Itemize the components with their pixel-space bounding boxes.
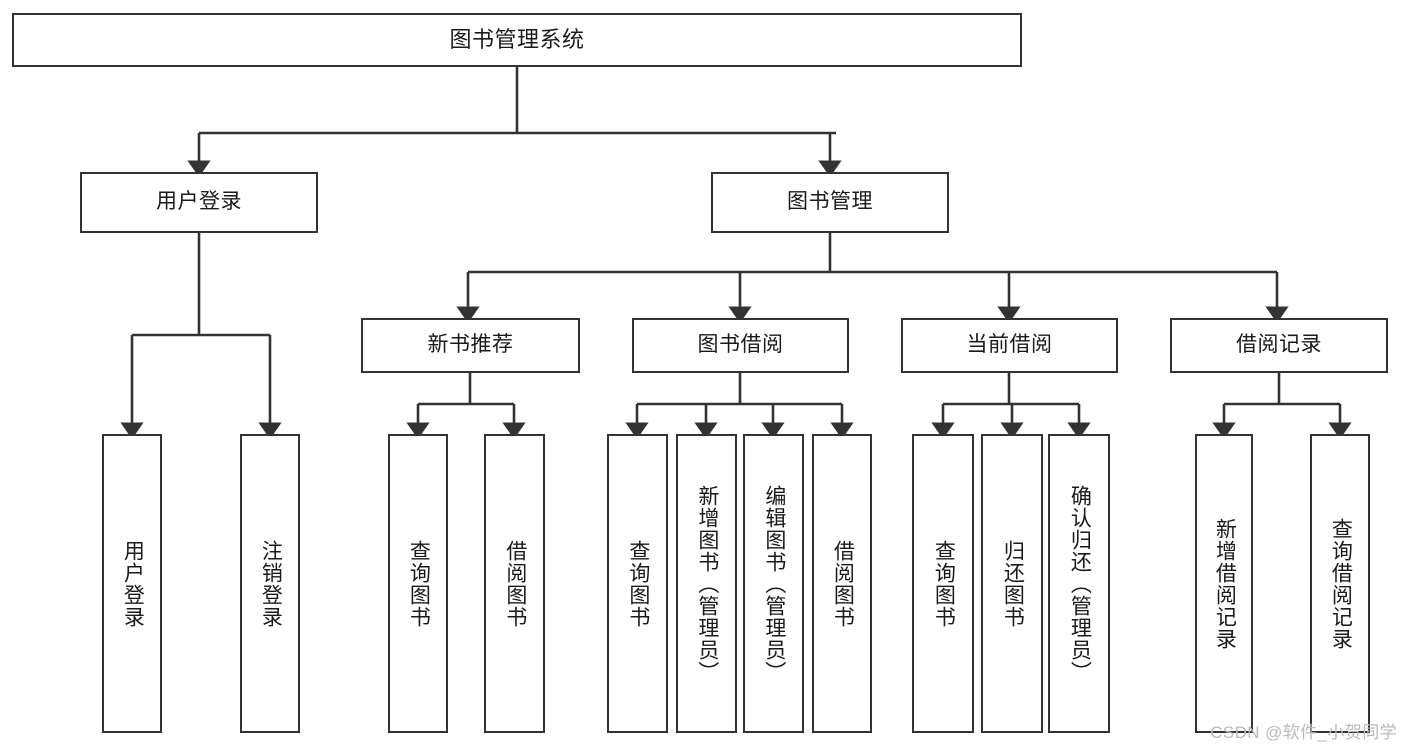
- node-label: 归还图书: [1001, 539, 1025, 628]
- node-borrow-records[interactable]: 借阅记录: [1170, 318, 1388, 373]
- node-book-borrow[interactable]: 图书借阅: [632, 318, 849, 373]
- node-label: 编辑图书（管理员）: [762, 484, 786, 683]
- leaf-query-borrow-record[interactable]: 查询借阅记录: [1310, 434, 1370, 733]
- leaf-add-book-admin[interactable]: 新增图书（管理员）: [676, 434, 737, 733]
- leaf-query-books-newbook[interactable]: 查询图书: [388, 434, 448, 733]
- node-label: 图书借阅: [697, 333, 784, 357]
- node-label: 新增借阅记录: [1213, 517, 1237, 650]
- node-label: 查询图书: [407, 539, 431, 628]
- csdn-watermark: CSDN @软件_小贺同学: [1210, 723, 1397, 742]
- node-label: 新增图书（管理员）: [695, 484, 719, 683]
- leaf-return-books[interactable]: 归还图书: [981, 434, 1043, 733]
- node-label: 用户登录: [121, 539, 145, 628]
- node-label: 新书推荐: [427, 333, 514, 357]
- node-current-borrow[interactable]: 当前借阅: [901, 318, 1118, 373]
- node-label: 借阅图书: [503, 539, 527, 628]
- leaf-query-books-current[interactable]: 查询图书: [912, 434, 974, 733]
- node-label: 借阅图书: [831, 539, 855, 628]
- node-label: 图书管理: [787, 190, 873, 214]
- node-label: 注销登录: [259, 539, 283, 628]
- leaf-logout[interactable]: 注销登录: [240, 434, 300, 733]
- node-label: 查询图书: [932, 539, 956, 628]
- leaf-edit-book-admin[interactable]: 编辑图书（管理员）: [743, 434, 804, 733]
- leaf-add-borrow-record[interactable]: 新增借阅记录: [1195, 434, 1253, 733]
- node-label: 借阅记录: [1236, 333, 1322, 357]
- leaf-query-books-borrow[interactable]: 查询图书: [607, 434, 668, 733]
- leaf-borrow-books[interactable]: 借阅图书: [812, 434, 872, 733]
- leaf-user-login[interactable]: 用户登录: [102, 434, 162, 733]
- node-label: 用户登录: [156, 190, 242, 214]
- node-label: 查询图书: [626, 539, 650, 628]
- node-new-book-recommend[interactable]: 新书推荐: [361, 318, 580, 373]
- node-label: 查询借阅记录: [1329, 517, 1353, 650]
- node-label: 图书管理系统: [449, 27, 585, 53]
- leaf-confirm-return-admin[interactable]: 确认归还（管理员）: [1048, 434, 1110, 733]
- node-label: 当前借阅: [966, 333, 1053, 357]
- leaf-borrow-books-newbook[interactable]: 借阅图书: [484, 434, 545, 733]
- node-root-system[interactable]: 图书管理系统: [12, 13, 1022, 67]
- node-book-management[interactable]: 图书管理: [711, 172, 949, 233]
- node-label: 确认归还（管理员）: [1068, 484, 1092, 683]
- node-user-login[interactable]: 用户登录: [80, 172, 318, 233]
